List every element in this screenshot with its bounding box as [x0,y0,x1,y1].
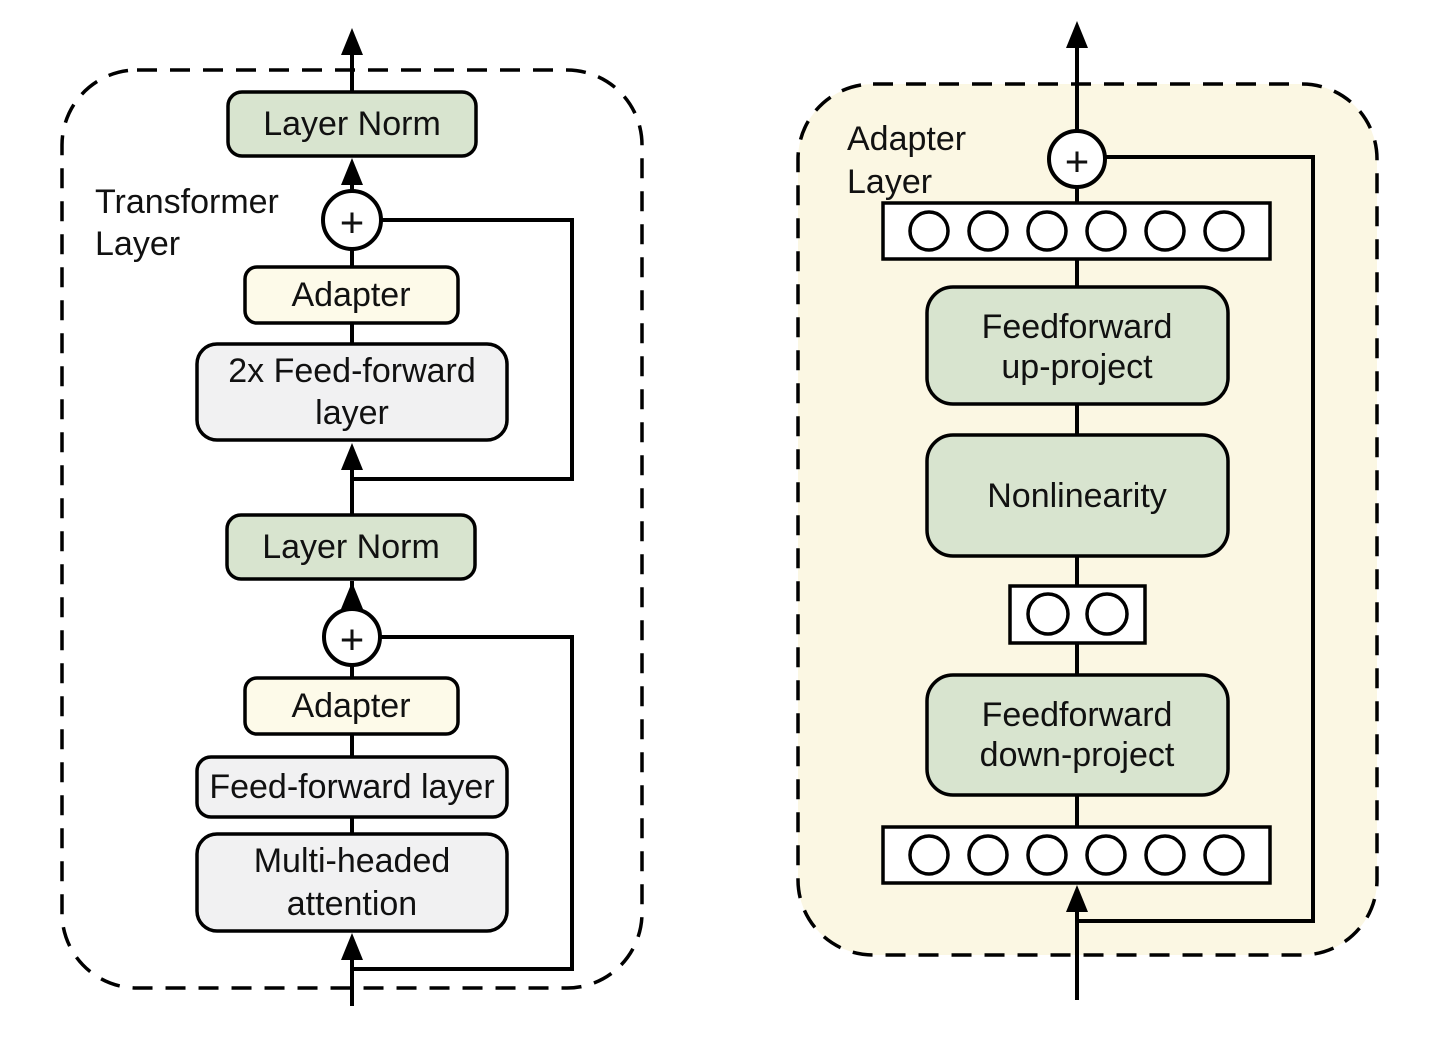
arrow-up-head-mha [341,933,363,960]
feedforward-down-project-box [925,673,1230,797]
transformer-layer-label-line2: Layer [95,225,180,263]
feedforward-down-project-label-line1: Feedforward [982,696,1173,734]
adapter-bottom-box [243,676,460,736]
feature-node-circle [1085,210,1127,252]
bottleneck-row [1008,584,1147,645]
adapter-layer-label-line2: Layer [847,163,932,201]
feature-node-circle [1144,210,1186,252]
feedforward-up-project-box [925,285,1230,406]
plus-icon: + [1065,138,1090,185]
feature-node-circle [1085,834,1127,876]
arrow-up-head-layernorm-top [341,158,363,185]
feature-node-circle [1085,592,1129,636]
layer-norm-mid-label: Layer Norm [262,528,440,566]
arrow-up-head-layernorm-mid [341,582,363,609]
residual-add-circle-right [1047,129,1107,189]
feedforward-2x-label-line2: layer [315,394,389,432]
arrow-up-head-output-left [341,28,363,55]
multi-headed-attention-label-line1: Multi-headed [254,842,451,880]
feedforward-up-project-label-line1: Feedforward [982,308,1173,346]
feedforward-layer-label: Feed-forward layer [209,768,494,806]
multi-headed-attention-box [195,832,509,933]
arrow-up-head-ff2x [341,443,363,470]
feature-node-circle [1203,210,1245,252]
adapter-layer-panel: + Feedforward up-project Nonlinearity Fe… [796,21,1379,1000]
nonlinearity-box [925,433,1230,558]
arrow-up-head-features-bottom [1066,885,1088,912]
feature-row-top [881,201,1272,261]
feedforward-up-project-label-line2: up-project [1001,348,1153,386]
feature-row-bottom [881,825,1272,885]
adapter-layer-label-line1: Adapter [847,120,966,158]
feedforward-2x-label-line1: 2x Feed-forward [228,352,476,390]
feature-node-circle [1026,592,1070,636]
feature-node-circle [908,210,950,252]
plus-icon: + [340,616,365,663]
transformer-layer-panel: Layer Norm + Adapter 2x Feed-forward lay… [60,28,644,1006]
layer-norm-mid-box [225,513,477,581]
layer-norm-top-box [226,90,478,158]
feedforward-layer-box [195,755,509,819]
skip-connection-bottom-left [352,635,574,971]
arrow-up-head-output-right [1066,21,1088,48]
plus-icon: + [340,199,365,246]
nonlinearity-label: Nonlinearity [987,477,1167,515]
residual-add-top-circle [321,189,383,251]
adapter-top-box [243,265,460,325]
multi-headed-attention-label-line2: attention [287,885,417,923]
feature-node-circle [1144,834,1186,876]
feedforward-2x-box [195,342,509,442]
skip-connection-right [1077,155,1315,923]
feedforward-down-project-label-line2: down-project [980,736,1175,774]
feature-node-circle [967,210,1009,252]
feature-node-circle [1026,834,1068,876]
residual-add-bottom-circle [322,607,382,667]
adapter-top-label: Adapter [291,276,410,314]
transformer-layer-label-line1: Transformer [95,183,279,221]
feature-node-circle [1026,210,1068,252]
feature-node-circle [908,834,950,876]
feature-node-circle [1203,834,1245,876]
adapter-bottom-label: Adapter [291,687,410,725]
layer-norm-top-label: Layer Norm [263,105,441,143]
feature-node-circle [967,834,1009,876]
skip-connection-top-left [352,218,574,481]
